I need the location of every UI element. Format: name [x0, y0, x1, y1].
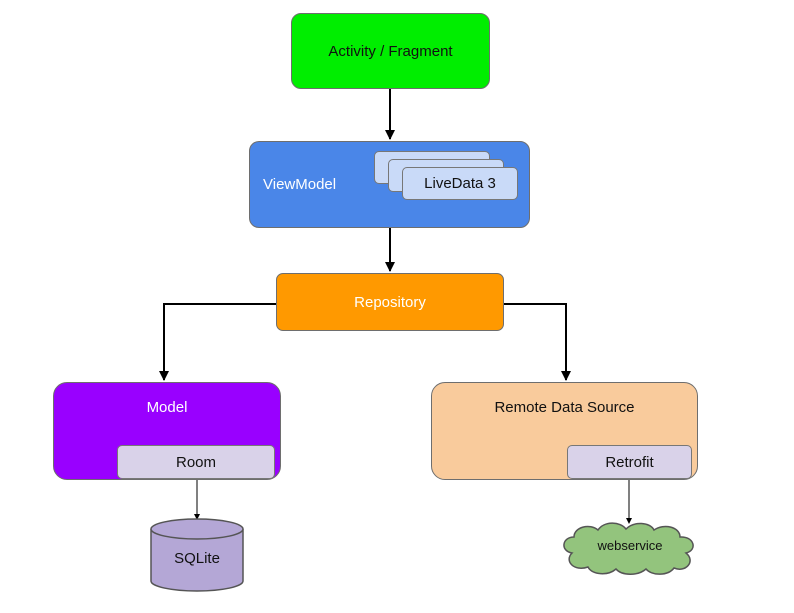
arrow-repository-to-model [159, 303, 276, 381]
livedata-label: LiveData 3 [424, 175, 496, 192]
room-card: Room [117, 445, 275, 479]
livedata-card: LiveData 3 [402, 167, 518, 200]
retrofit-label: Retrofit [605, 453, 654, 471]
viewmodel-label: ViewModel [263, 176, 337, 193]
room-label: Room [175, 453, 216, 471]
webservice-label: webservice [597, 538, 663, 553]
webservice-cloud-icon [563, 522, 694, 575]
sqlite-database-icon [150, 518, 244, 592]
repository-node: Repository [276, 273, 504, 331]
remote-data-source-label: Remote Data Source [494, 399, 635, 416]
repository-label: Repository [354, 293, 426, 311]
sqlite-label: SQLite [174, 550, 220, 567]
activity-fragment-node: Activity / Fragment [291, 13, 490, 89]
sqlite-cylinder-top [150, 518, 244, 540]
sqlite-cylinder-body [150, 529, 244, 592]
arrow-repository-to-remote [504, 303, 571, 381]
webservice-cloud-shape [563, 522, 694, 575]
retrofit-card: Retrofit [567, 445, 692, 479]
activity-fragment-label: Activity / Fragment [328, 42, 453, 60]
model-label: Model [146, 399, 188, 416]
